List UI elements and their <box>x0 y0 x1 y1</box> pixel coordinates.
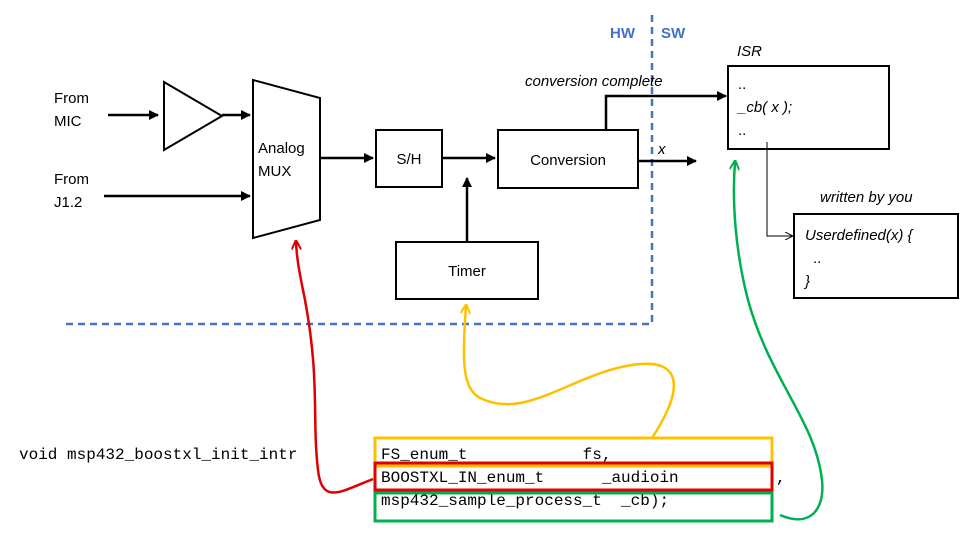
isr-line3: .. <box>738 122 746 139</box>
sample-hold-block <box>375 129 443 188</box>
code-prefix: void msp432_boostxl_init_intr <box>19 446 297 464</box>
code-param2: BOOSTXL_IN_enum_t _audioin <box>381 469 679 487</box>
cb-highlight-box <box>373 491 774 523</box>
isr-line2: _cb( x ); <box>736 99 792 116</box>
fs-to-timer-arrow <box>464 306 676 439</box>
isr-block <box>727 65 890 150</box>
mux-label-line1: Analog <box>258 140 305 157</box>
mux-label-line2: MUX <box>258 163 291 180</box>
audioin-highlight-box <box>373 461 774 492</box>
hw-sw-divider <box>62 15 654 326</box>
audioin-to-mux-arrow <box>296 242 374 494</box>
written-by-you-caption: written by you <box>820 189 913 206</box>
code-param2-comma: , <box>776 469 786 487</box>
conversion-label: Conversion <box>530 152 606 169</box>
sample-hold-label: S/H <box>396 151 421 168</box>
amplifier-triangle <box>163 80 224 152</box>
cb-to-isr-arrow <box>734 162 824 521</box>
j12-input-label-line2: J1.2 <box>54 194 82 211</box>
timer-label: Timer <box>448 263 486 280</box>
sw-label: SW <box>661 25 686 42</box>
mic-input-label-line1: From <box>54 90 89 107</box>
code-param1: FS_enum_t fs, <box>381 446 611 464</box>
fs-highlight-box <box>373 436 774 468</box>
isr-line1: .. <box>738 76 746 93</box>
conversion-complete-label: conversion complete <box>525 73 663 90</box>
conversion-complete-arrow <box>604 91 727 130</box>
code-param3: msp432_sample_process_t _cb); <box>381 492 669 510</box>
conversion-output-x-label: x <box>657 141 666 158</box>
hw-label: HW <box>610 25 636 42</box>
j12-input-label-line1: From <box>54 171 89 188</box>
conversion-block <box>497 129 639 189</box>
userdefined-line1: Userdefined(x) { <box>805 227 915 244</box>
mic-input-label-line2: MIC <box>54 113 82 130</box>
analog-mux-block <box>252 78 321 240</box>
isr-title: ISR <box>737 43 762 60</box>
userdefined-line2: .. <box>813 250 821 267</box>
isr-to-userdefined-arrow <box>766 142 792 236</box>
userdefined-line3: } <box>803 273 810 290</box>
userdefined-block <box>793 213 959 299</box>
